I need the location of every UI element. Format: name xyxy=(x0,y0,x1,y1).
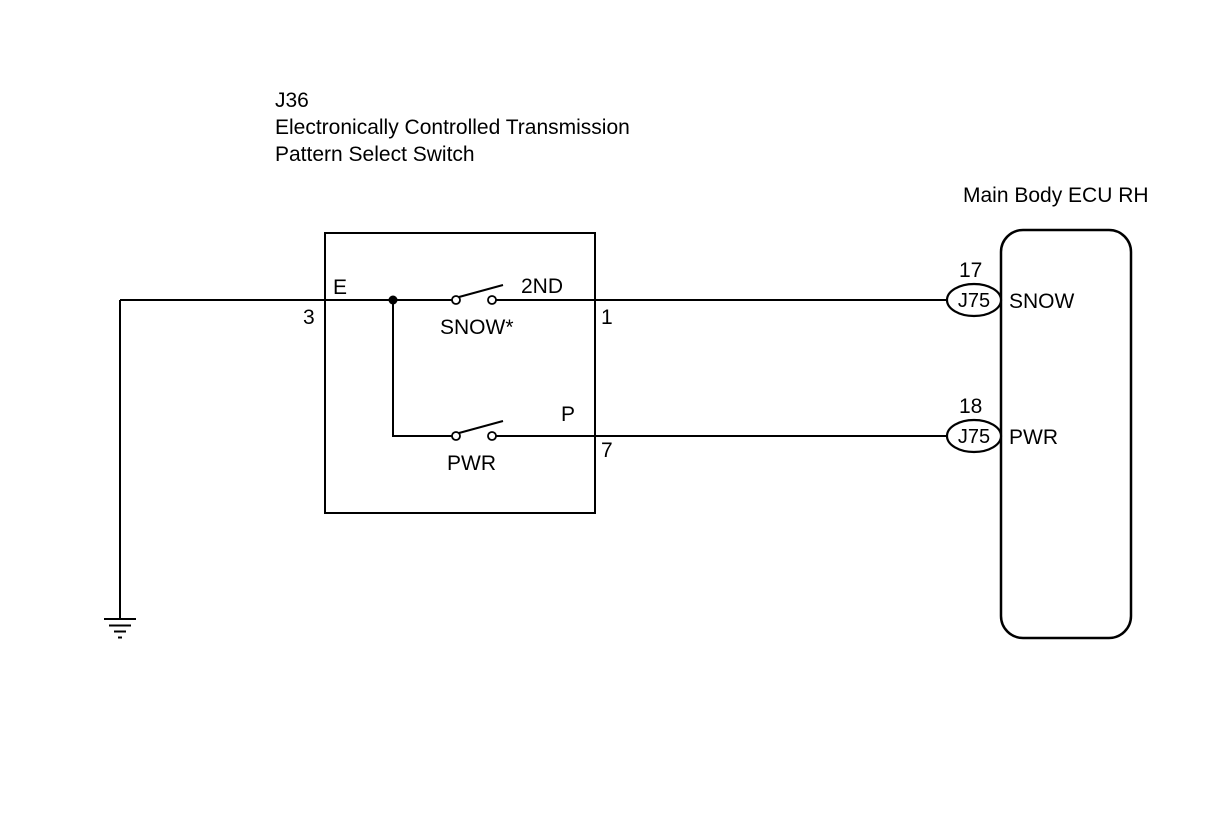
component-code-label: J36 xyxy=(275,89,309,112)
switch1-name-label: SNOW* xyxy=(440,316,514,339)
terminal-7-label: 7 xyxy=(601,439,613,462)
pin18-number-label: 18 xyxy=(959,395,982,418)
pin18-connector-label: J75 xyxy=(958,426,990,448)
pin18-connector-oval xyxy=(945,418,1003,454)
pin17-connector-label: J75 xyxy=(958,290,990,312)
wire-junction-to-switch2 xyxy=(392,300,452,437)
switch1-blade xyxy=(458,284,504,298)
terminal-3-label: 3 xyxy=(303,306,315,329)
ground-symbol-icon xyxy=(104,618,136,639)
pin17-signal-label: SNOW xyxy=(1009,290,1075,313)
switch2-position-label: P xyxy=(561,403,575,426)
switch2-blade xyxy=(458,420,504,434)
switch1-position-label: 2ND xyxy=(521,275,563,298)
wire-junction-dot xyxy=(388,295,398,305)
component-name-line1: Electronically Controlled Transmission xyxy=(275,116,630,139)
switch2-name-label: PWR xyxy=(447,452,496,475)
switch1-right-contact xyxy=(487,295,497,305)
component-name-line2: Pattern Select Switch xyxy=(275,143,475,166)
terminal-e-label: E xyxy=(333,276,347,299)
pin17-number-label: 17 xyxy=(959,259,982,282)
terminal-1-label: 1 xyxy=(601,306,613,329)
switch2-left-contact xyxy=(451,431,461,441)
pin17-connector-oval xyxy=(945,282,1003,318)
ecu-title-label: Main Body ECU RH xyxy=(963,184,1149,207)
switch-box-outline xyxy=(324,232,596,514)
pin18-signal-label: PWR xyxy=(1009,426,1058,449)
switch1-left-contact xyxy=(451,295,461,305)
switch2-right-contact xyxy=(487,431,497,441)
